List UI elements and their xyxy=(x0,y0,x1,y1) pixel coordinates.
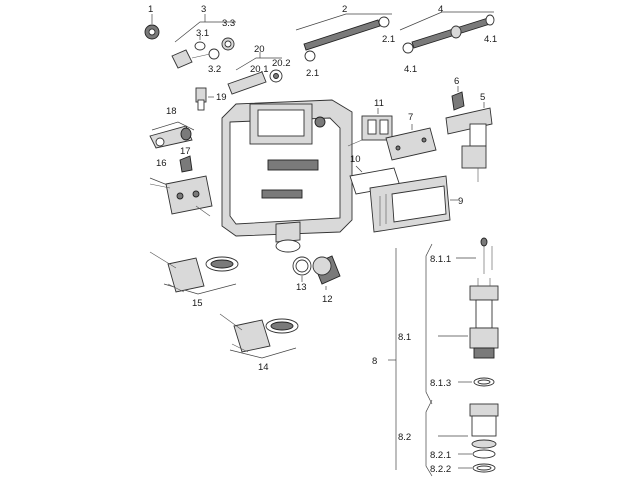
part-9-actuator-frame xyxy=(369,175,458,233)
part-17-clip xyxy=(179,155,193,173)
label-8-1: 8.1 xyxy=(398,332,411,343)
label-2-1a: 2.1 xyxy=(382,34,395,45)
label-19: 19 xyxy=(216,92,227,103)
part-13-gasket xyxy=(292,256,312,282)
label-8-1-3: 8.1.3 xyxy=(430,378,451,389)
part-18-angle-valve xyxy=(149,121,195,149)
label-20-1: 20.1 xyxy=(250,64,269,75)
part-12-cap xyxy=(312,255,341,290)
label-13: 13 xyxy=(296,282,307,293)
label-2: 2 xyxy=(342,4,347,15)
label-18: 18 xyxy=(166,106,177,117)
label-3-3: 3.3 xyxy=(222,18,235,29)
part-14-mounting-set xyxy=(219,313,299,359)
label-16: 16 xyxy=(156,158,167,169)
label-4-1b: 4.1 xyxy=(404,64,417,75)
part-5-fill-valve xyxy=(445,102,493,182)
label-10: 10 xyxy=(350,154,361,165)
part-20-group xyxy=(227,52,283,95)
part-6-clip xyxy=(451,86,465,111)
label-11: 11 xyxy=(374,98,384,109)
part-15-mounting-set xyxy=(149,251,239,295)
label-7: 7 xyxy=(408,112,413,123)
label-20-2: 20.2 xyxy=(272,58,291,69)
label-3-2: 3.2 xyxy=(208,64,221,75)
label-8-2-1: 8.2.1 xyxy=(430,450,451,461)
part-11-frame xyxy=(347,108,393,147)
part-8-flush-valve-group xyxy=(388,237,499,477)
label-4: 4 xyxy=(438,4,443,15)
label-3: 3 xyxy=(201,4,206,15)
part-3-group xyxy=(171,14,236,69)
cistern-body xyxy=(221,99,353,253)
part-19-valve xyxy=(195,87,214,111)
part-1-nut xyxy=(144,14,160,40)
label-8: 8 xyxy=(372,356,377,367)
label-8-2-2: 8.2.2 xyxy=(430,464,451,475)
part-16-bracket xyxy=(149,175,213,217)
label-3-1: 3.1 xyxy=(196,28,209,39)
callout-labels: 1 3 3.3 3.1 3.2 2 2.1 2.1 4 4.1 4.1 20 2… xyxy=(148,4,497,475)
label-4-1a: 4.1 xyxy=(484,34,497,45)
part-7-plate xyxy=(385,124,437,161)
label-17: 17 xyxy=(180,146,191,157)
label-15: 15 xyxy=(192,298,203,309)
label-2-1b: 2.1 xyxy=(306,68,319,79)
label-12: 12 xyxy=(322,294,333,305)
label-8-1-1: 8.1.1 xyxy=(430,254,451,265)
label-5: 5 xyxy=(480,92,485,103)
part-2-hose xyxy=(295,13,392,62)
part-4-hose xyxy=(399,11,495,54)
label-1: 1 xyxy=(148,4,153,15)
label-20: 20 xyxy=(254,44,265,55)
label-8-2: 8.2 xyxy=(398,432,411,443)
label-6: 6 xyxy=(454,76,459,87)
label-9: 9 xyxy=(458,196,463,207)
label-14: 14 xyxy=(258,362,269,373)
